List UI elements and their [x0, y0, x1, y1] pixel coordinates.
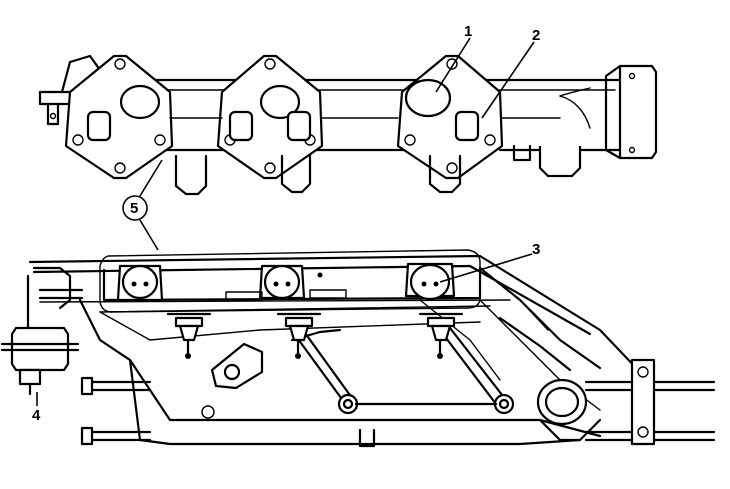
port-flange-1: [64, 54, 174, 180]
intake-port-1: [121, 264, 159, 300]
callout-5: 5: [130, 200, 138, 217]
injector-mount-3: [418, 312, 464, 359]
callouts: 1 2 3 4 5: [32, 23, 540, 424]
injector-mount-1: [166, 312, 212, 359]
callout-2: 2: [532, 27, 540, 44]
intake-port-2: [263, 264, 301, 300]
intake-manifold: [0, 249, 716, 448]
port-flange-2: [216, 54, 324, 180]
port-flange-3: [396, 54, 504, 180]
intake-port-3: [409, 263, 451, 301]
callout-4: 4: [32, 407, 41, 424]
callout-3: 3: [532, 241, 540, 258]
vacuum-actuator: [0, 266, 84, 396]
callout-5-circle: [122, 195, 148, 221]
exhaust-manifold: [38, 54, 658, 196]
callout-1: 1: [464, 23, 472, 40]
gasket-outline: [99, 249, 481, 313]
injector-mount-2: [276, 312, 322, 359]
